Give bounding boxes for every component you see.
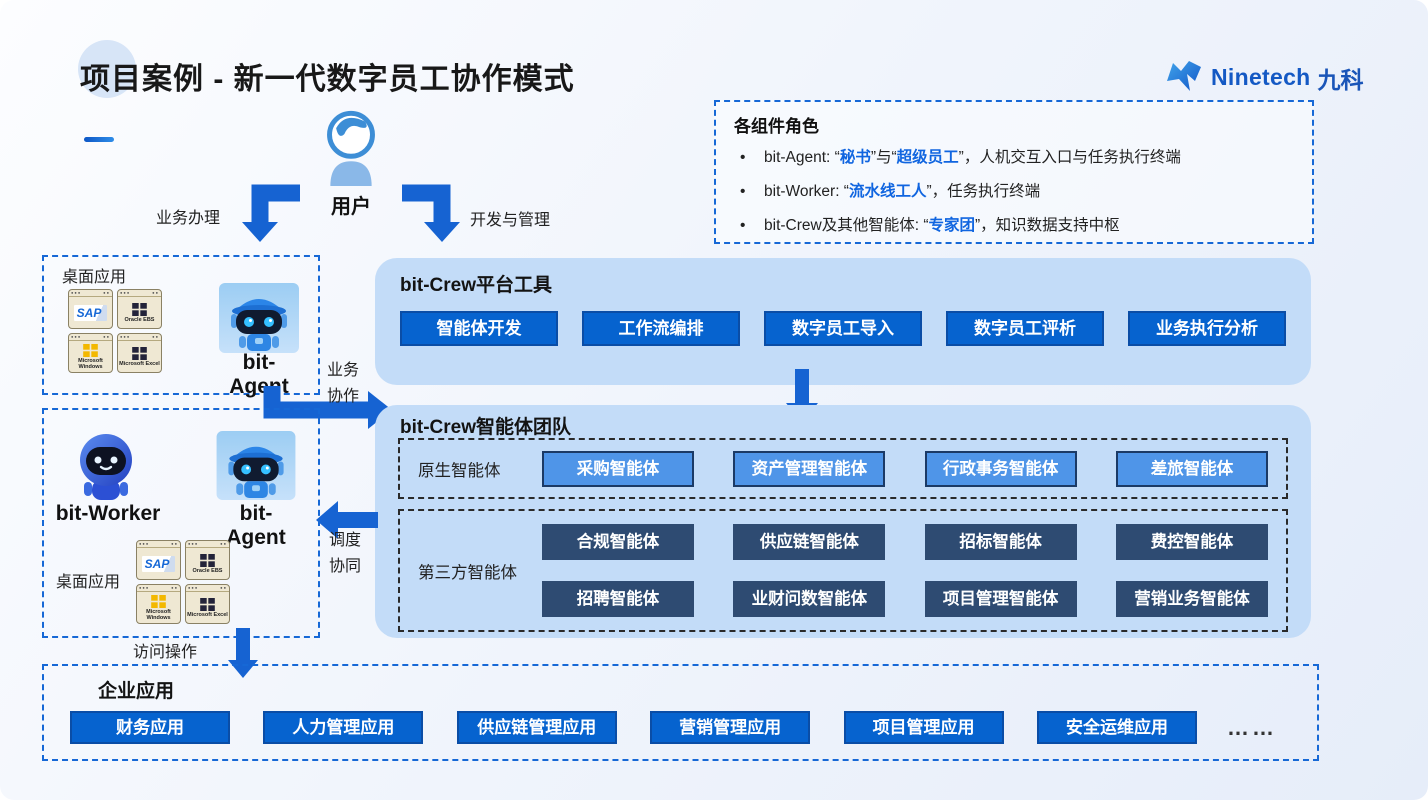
arrow-user-to-platform	[402, 184, 460, 242]
third-party-row-2: 招聘智能体 业财问数智能体 项目管理智能体 营销业务智能体	[542, 581, 1268, 617]
platform-tool-chip: 数字员工评析	[946, 311, 1104, 346]
bit-worker-avatar	[70, 430, 142, 507]
app-icon-oracle-ebs: ●●●●●Oracle EBS	[117, 289, 162, 329]
logo-brand-cn: 九科	[1317, 66, 1364, 93]
platform-panel-title: bit-Crew平台工具	[400, 275, 553, 296]
enterprise-app-chip: 财务应用	[70, 711, 230, 744]
app-icon-microsoft-windows: ●●●●●Microsoft Windows	[68, 333, 113, 373]
access-ops-label: 访问操作	[133, 644, 198, 661]
role-bullet: bit-Crew及其他智能体: “专家团”，知识数据支持中枢	[732, 209, 1296, 243]
third-party-agents-box: 第三方智能体 合规智能体 供应链智能体 招标智能体 费控智能体 招聘智能体 业财问数智能…	[398, 509, 1288, 632]
platform-tool-chip: 工作流编排	[582, 311, 740, 346]
third-party-agents-rows: 合规智能体 供应链智能体 招标智能体 费控智能体 招聘智能体 业财问数智能体 项目管理智能…	[542, 524, 1268, 617]
enterprise-panel: 企业应用 财务应用人力管理应用供应链管理应用营销管理应用项目管理应用安全运维应用…	[42, 664, 1319, 761]
third-party-agent-chip: 合规智能体	[542, 524, 694, 560]
enterprise-buttons: 财务应用人力管理应用供应链管理应用营销管理应用项目管理应用安全运维应用	[70, 711, 1197, 744]
company-logo: Ninetech 九科	[1164, 58, 1364, 97]
decorative-circle	[78, 40, 136, 98]
platform-tool-chip: 数字员工导入	[764, 311, 922, 346]
enterprise-app-chip: 人力管理应用	[263, 711, 424, 744]
third-party-agent-chip: 业财问数智能体	[733, 581, 886, 617]
business-collab-label: 业务协作	[327, 362, 360, 405]
arrow-business-collab	[263, 386, 392, 429]
desktop-apps-label: 桌面应用	[62, 269, 127, 286]
enterprise-app-chip: 供应链管理应用	[456, 711, 617, 744]
native-agents-row: 采购智能体 资产管理智能体 行政事务智能体 差旅智能体	[542, 450, 1268, 487]
team-panel-title: bit-Crew智能体团队	[400, 417, 572, 438]
roles-panel-title: 各组件角色	[734, 117, 819, 136]
page-title: 项目案例 - 新一代数字员工协作模式	[80, 63, 575, 96]
app-icon-microsoft-excel: ●●●●●Microsoft Excel	[185, 584, 230, 624]
native-agent-chip: 行政事务智能体	[924, 450, 1077, 487]
enterprise-app-chip: 项目管理应用	[843, 711, 1004, 744]
enterprise-panel-title: 企业应用	[98, 681, 175, 702]
third-party-agent-chip: 费控智能体	[1115, 524, 1268, 560]
platform-tool-chip: 业务执行分析	[1128, 311, 1286, 346]
app-icon-microsoft-windows: ●●●●●Microsoft Windows	[136, 584, 181, 624]
native-agent-chip: 采购智能体	[542, 450, 694, 487]
desktop-app-grid: ●●●●●SAP●●●●●Oracle EBS●●●●●Microsoft Wi…	[68, 289, 162, 373]
desktop-app-grid-2: ●●●●●SAP●●●●●Oracle EBS●●●●●Microsoft Wi…	[136, 540, 230, 624]
app-icon-microsoft-excel: ●●●●●Microsoft Excel	[117, 333, 162, 373]
third-party-agent-chip: 招标智能体	[924, 524, 1077, 560]
app-icon-oracle-ebs: ●●●●●Oracle EBS	[185, 540, 230, 580]
bit-agent-avatar	[218, 283, 300, 358]
third-party-agent-chip: 招聘智能体	[542, 581, 694, 617]
more-ellipsis: ……	[1227, 714, 1277, 740]
worker-box: bit-Worker bit-Agent 桌面应用 ●●●●●SAP●●●●●O…	[42, 408, 320, 638]
user-label: 用户	[331, 196, 371, 218]
desktop-apps-box: 桌面应用 ●●●●●SAP●●●●●Oracle EBS●●●●●Microso…	[42, 255, 320, 398]
platform-button-row: 智能体开发工作流编排数字员工导入数字员工评析业务执行分析	[400, 311, 1286, 346]
bit-agent-label-2: bit-Agent	[226, 502, 286, 549]
native-agents-box: 原生智能体 采购智能体 资产管理智能体 行政事务智能体 差旅智能体	[398, 438, 1288, 499]
team-panel: bit-Crew智能体团队 原生智能体 采购智能体 资产管理智能体 行政事务智能体 差…	[375, 405, 1311, 638]
enterprise-app-chip: 营销管理应用	[650, 711, 811, 744]
business-handling-label: 业务办理	[156, 210, 221, 227]
platform-panel: bit-Crew平台工具 智能体开发工作流编排数字员工导入数字员工评析业务执行分…	[375, 258, 1311, 385]
app-icon-sap: ●●●●●SAP	[68, 289, 113, 329]
desktop-apps-label-2: 桌面应用	[56, 574, 121, 591]
user-icon	[322, 110, 380, 191]
third-party-agents-label: 第三方智能体	[418, 563, 517, 582]
third-party-agent-chip: 供应链智能体	[733, 524, 886, 560]
bit-worker-label: bit-Worker	[55, 502, 161, 525]
third-party-agent-chip: 项目管理智能体	[924, 581, 1077, 617]
dispatch-label: 调度协同	[329, 532, 362, 575]
native-agent-chip: 差旅智能体	[1115, 450, 1268, 487]
app-icon-sap: ●●●●●SAP	[136, 540, 181, 580]
roles-bullet-list: bit-Agent: “秘书”与“超级员工”，人机交互入口与任务执行终端bit-…	[732, 141, 1296, 243]
platform-tool-chip: 智能体开发	[400, 311, 558, 346]
logo-brand-en: Ninetech	[1211, 64, 1311, 90]
ninetech-logo-icon	[1164, 58, 1204, 97]
enterprise-button-row: 财务应用人力管理应用供应链管理应用营销管理应用项目管理应用安全运维应用 ……	[70, 711, 1291, 744]
native-agent-chip: 资产管理智能体	[733, 450, 886, 487]
bit-agent-avatar-2	[216, 431, 296, 505]
role-bullet: bit-Worker: “流水线工人”，任务执行终端	[732, 175, 1296, 209]
dev-manage-label: 开发与管理	[470, 212, 551, 229]
roles-panel: 各组件角色 bit-Agent: “秘书”与“超级员工”，人机交互入口与任务执行…	[714, 100, 1314, 244]
role-bullet: bit-Agent: “秘书”与“超级员工”，人机交互入口与任务执行终端	[732, 141, 1296, 175]
native-agents-label: 原生智能体	[418, 461, 501, 480]
enterprise-app-chip: 安全运维应用	[1036, 711, 1197, 744]
third-party-agent-chip: 营销业务智能体	[1115, 581, 1268, 617]
arrow-user-to-desktop	[242, 184, 300, 242]
third-party-row-1: 合规智能体 供应链智能体 招标智能体 费控智能体	[542, 524, 1268, 560]
arrow-team-to-worker	[316, 501, 378, 539]
title-underline	[84, 137, 114, 142]
